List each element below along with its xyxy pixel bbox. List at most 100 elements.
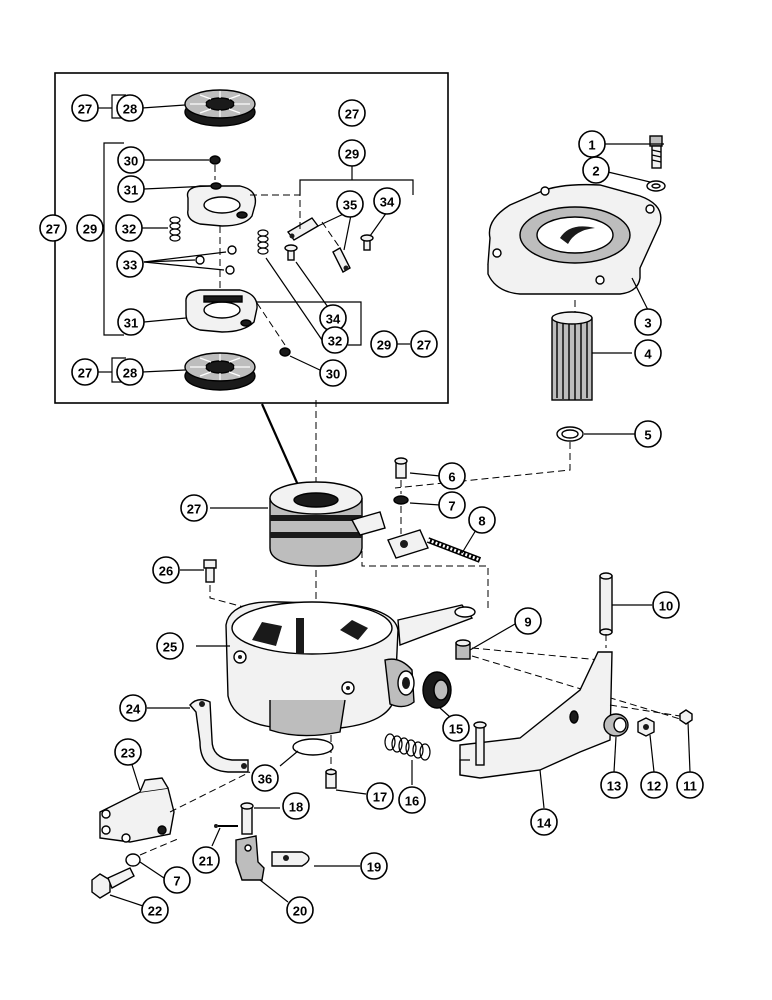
callout-c9: 9 xyxy=(514,607,542,635)
callout-number: 6 xyxy=(448,470,455,485)
mounting-bracket xyxy=(99,777,175,843)
callout-number: 10 xyxy=(659,599,673,614)
callout-number: 7 xyxy=(173,874,180,889)
inset-brackets-right xyxy=(248,165,414,346)
callout-c26: 26 xyxy=(152,556,180,584)
callout-circle xyxy=(117,146,145,174)
callout-c5: 5 xyxy=(634,420,662,448)
callout-number: 24 xyxy=(126,702,141,717)
callout-i27a: 27 xyxy=(71,94,99,122)
nut-bottom xyxy=(279,347,291,357)
callout-number: 13 xyxy=(607,779,621,794)
callout-circle xyxy=(152,556,180,584)
lock-nut xyxy=(637,717,655,737)
callout-i34a: 34 xyxy=(373,187,401,215)
adjusting-rod xyxy=(387,529,482,563)
callout-circle xyxy=(76,214,104,242)
shift-arm xyxy=(235,835,265,881)
callout-circle xyxy=(180,494,208,522)
callout-i33: 33 xyxy=(116,250,144,278)
callout-number: 32 xyxy=(328,334,342,349)
callout-number: 29 xyxy=(83,222,97,237)
callout-number: 1 xyxy=(588,138,595,153)
callout-circle xyxy=(514,607,542,635)
callout-circle xyxy=(338,99,366,127)
callout-circle xyxy=(116,250,144,278)
callout-c22: 22 xyxy=(141,896,169,924)
callout-c10: 10 xyxy=(652,591,680,619)
callout-circle xyxy=(468,506,496,534)
callout-circle xyxy=(410,330,438,358)
callout-number: 34 xyxy=(326,312,341,327)
callout-circle xyxy=(286,896,314,924)
callout-number: 35 xyxy=(343,198,357,213)
callout-circle xyxy=(600,771,628,799)
callout-number: 27 xyxy=(187,502,201,517)
callout-circle xyxy=(652,591,680,619)
callout-i32b: 32 xyxy=(321,326,349,354)
callout-c2: 2 xyxy=(582,156,610,184)
pivot-pin-left xyxy=(284,244,298,261)
callout-number: 31 xyxy=(124,316,138,331)
toggle-link-lower xyxy=(332,247,351,273)
callout-number: 29 xyxy=(345,147,359,162)
callout-circle xyxy=(39,214,67,242)
pressure-plate-bottom xyxy=(185,289,258,333)
callout-number: 5 xyxy=(644,428,651,443)
callout-c13: 13 xyxy=(600,771,628,799)
callout-c36: 36 xyxy=(251,764,279,792)
callout-number: 27 xyxy=(417,338,431,353)
cotter-pin xyxy=(214,824,238,828)
callout-number: 36 xyxy=(258,772,272,787)
hex-nut-small xyxy=(679,709,693,725)
callout-number: 27 xyxy=(46,222,60,237)
bushing xyxy=(455,639,471,660)
callout-c14: 14 xyxy=(530,808,558,836)
callout-c17: 17 xyxy=(366,782,394,810)
callout-number: 25 xyxy=(163,640,177,655)
callout-number: 12 xyxy=(647,779,661,794)
pivot-pin-right xyxy=(360,234,374,251)
callout-c7a: 7 xyxy=(438,491,466,519)
callout-circle xyxy=(156,632,184,660)
callout-circle xyxy=(321,326,349,354)
callout-circle xyxy=(163,866,191,894)
callout-circle xyxy=(634,420,662,448)
callout-number: 8 xyxy=(478,514,485,529)
callout-number: 15 xyxy=(449,722,463,737)
lock-washer xyxy=(646,180,666,192)
release-lever xyxy=(459,651,613,779)
callout-circle xyxy=(438,491,466,519)
callout-circle xyxy=(640,771,668,799)
callout-c20: 20 xyxy=(286,896,314,924)
callout-number: 23 xyxy=(121,746,135,761)
callout-number: 28 xyxy=(123,366,137,381)
callout-number: 11 xyxy=(683,779,697,794)
pivot-pin-lower xyxy=(240,802,254,835)
callout-circle xyxy=(192,846,220,874)
callout-i27b: 27 xyxy=(39,214,67,242)
callout-layer: 1234567891011121314151617181920212272324… xyxy=(39,94,704,924)
callout-circle xyxy=(338,139,366,167)
callout-c19: 19 xyxy=(360,852,388,880)
callout-c27m: 27 xyxy=(180,494,208,522)
callout-number: 32 xyxy=(122,222,136,237)
callout-circle xyxy=(582,156,610,184)
stud-bolt xyxy=(394,457,408,479)
callout-circle xyxy=(115,214,143,242)
callout-circle xyxy=(116,358,144,386)
callout-c12: 12 xyxy=(640,771,668,799)
callout-circle xyxy=(438,462,466,490)
callout-i29r: 29 xyxy=(370,330,398,358)
callout-c23: 23 xyxy=(114,738,142,766)
callout-number: 34 xyxy=(380,195,395,210)
callout-c16: 16 xyxy=(398,786,426,814)
callout-c15: 15 xyxy=(442,714,470,742)
callout-circle xyxy=(117,308,145,336)
friction-disc-top xyxy=(184,89,256,127)
callout-circle xyxy=(251,764,279,792)
callout-number: 17 xyxy=(373,790,387,805)
callout-number: 28 xyxy=(123,102,137,117)
friction-disc-bottom xyxy=(184,352,256,391)
callout-c24: 24 xyxy=(119,694,147,722)
